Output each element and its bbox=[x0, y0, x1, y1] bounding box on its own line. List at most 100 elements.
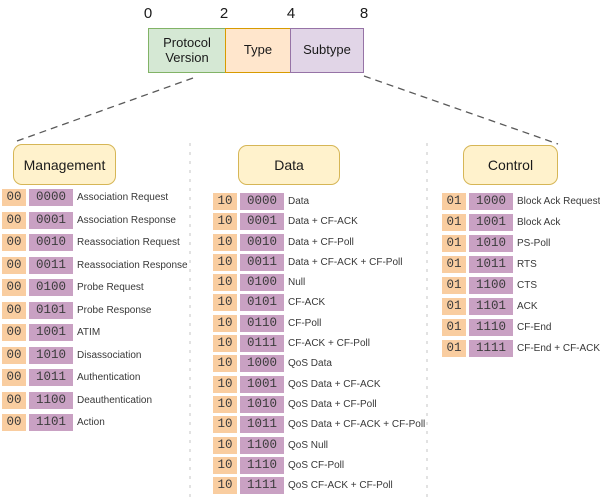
frame-subtype-label: ACK bbox=[517, 301, 538, 312]
bit-scale-tick-2: 2 bbox=[219, 5, 229, 22]
type-bits-cell: 00 bbox=[2, 189, 26, 206]
frame-subtype-label: RTS bbox=[517, 259, 537, 270]
frame-subtype-label: CF-ACK bbox=[288, 297, 326, 309]
type-bits-cell: 10 bbox=[213, 436, 237, 454]
type-bits-cell: 01 bbox=[442, 340, 466, 357]
frame-subtype-label: Block Ack bbox=[517, 217, 561, 228]
subtype-bits-cell: 1000 bbox=[240, 355, 284, 373]
type-bits-cell: 00 bbox=[2, 211, 26, 229]
subtype-bits-cell: 0100 bbox=[29, 279, 73, 296]
frame-subtype-label: Deauthentication bbox=[77, 394, 153, 406]
protocol-version-field: Protocol Version bbox=[148, 28, 226, 73]
type-field: Type bbox=[225, 28, 291, 73]
subtype-bits-cell: 1111 bbox=[469, 340, 513, 357]
subtype-bits-cell: 1001 bbox=[29, 324, 73, 341]
frame-subtype-label: QoS Null bbox=[288, 439, 329, 451]
subtype-bits-cell: 1011 bbox=[469, 256, 513, 273]
data-header: Data bbox=[238, 145, 340, 185]
type-bits-cell: 01 bbox=[442, 235, 466, 252]
frame-field-bar: Protocol Version Type Subtype bbox=[148, 28, 364, 73]
frame-subtype-label: CTS bbox=[517, 280, 537, 291]
type-bits-cell: 00 bbox=[2, 279, 26, 296]
frame-subtype-label: QoS Data bbox=[288, 358, 332, 370]
type-bits-cell: 01 bbox=[442, 319, 466, 336]
management-header: Management bbox=[13, 144, 116, 185]
subtype-bits-cell: 1100 bbox=[469, 277, 513, 294]
subtype-bits-cell: 1000 bbox=[469, 193, 513, 210]
subtype-bits-cell: 0101 bbox=[29, 301, 73, 319]
type-bits-cell: 00 bbox=[2, 346, 26, 364]
frame-subtype-label: Block Ack Request bbox=[517, 196, 600, 207]
type-bits-cell: 10 bbox=[213, 477, 237, 495]
frame-subtype-label: QoS Data + CF-ACK bbox=[288, 378, 381, 390]
type-bits-cell: 10 bbox=[213, 213, 237, 231]
control-header: Control bbox=[463, 145, 558, 185]
frame-subtype-label: Disassociation bbox=[77, 349, 142, 361]
frame-subtype-label: QoS Data + CF-ACK + CF-Poll bbox=[288, 419, 426, 431]
frame-subtype-label: Probe Response bbox=[77, 304, 152, 316]
frame-subtype-label: CF-ACK + CF-Poll bbox=[288, 338, 370, 350]
frame-subtype-label: QoS Data + CF-Poll bbox=[288, 398, 377, 410]
subtype-bits-cell: 1010 bbox=[240, 395, 284, 413]
type-bits-cell: 10 bbox=[213, 416, 237, 434]
type-bits-cell: 01 bbox=[442, 193, 466, 210]
dashed-connector-left bbox=[16, 77, 194, 142]
subtype-bits-cell: 0110 bbox=[240, 314, 284, 332]
frame-subtype-label: PS-Poll bbox=[517, 238, 551, 249]
subtype-bits-cell: 1100 bbox=[29, 391, 73, 409]
dashed-connector-right bbox=[363, 75, 559, 145]
subtype-bits-cell: 0000 bbox=[29, 189, 73, 206]
type-bits-cell: 10 bbox=[213, 456, 237, 474]
subtype-bits-cell: 0001 bbox=[29, 211, 73, 229]
frame-subtype-label: Null bbox=[288, 277, 306, 289]
subtype-bits-cell: 1011 bbox=[240, 416, 284, 434]
subtype-bits-cell: 0001 bbox=[240, 213, 284, 231]
frame-subtype-label: CF-End + CF-ACK bbox=[517, 343, 600, 354]
subtype-bits-cell: 1101 bbox=[29, 414, 73, 431]
type-bits-cell: 00 bbox=[2, 391, 26, 409]
type-bits-cell: 00 bbox=[2, 369, 26, 386]
subtype-bits-cell: 0111 bbox=[240, 335, 284, 353]
type-bits-cell: 00 bbox=[2, 414, 26, 431]
subtype-bits-cell: 1001 bbox=[240, 375, 284, 393]
type-bits-cell: 10 bbox=[213, 395, 237, 413]
bit-scale-tick-4: 4 bbox=[286, 5, 296, 22]
frame-subtype-label: Reassociation Response bbox=[77, 259, 188, 271]
type-bits-cell: 10 bbox=[213, 274, 237, 292]
subtype-bits-cell: 1100 bbox=[240, 436, 284, 454]
subtype-bits-cell: 0010 bbox=[240, 233, 284, 251]
type-bits-cell: 00 bbox=[2, 301, 26, 319]
frame-subtype-label: Action bbox=[77, 417, 105, 428]
type-bits-cell: 10 bbox=[213, 335, 237, 353]
frame-subtype-label: QoS CF-ACK + CF-Poll bbox=[288, 480, 393, 492]
frame-subtype-label: Authentication bbox=[77, 372, 141, 383]
type-bits-cell: 10 bbox=[213, 294, 237, 312]
subtype-bits-cell: 0000 bbox=[240, 193, 284, 210]
subtype-bits-cell: 0101 bbox=[240, 294, 284, 312]
